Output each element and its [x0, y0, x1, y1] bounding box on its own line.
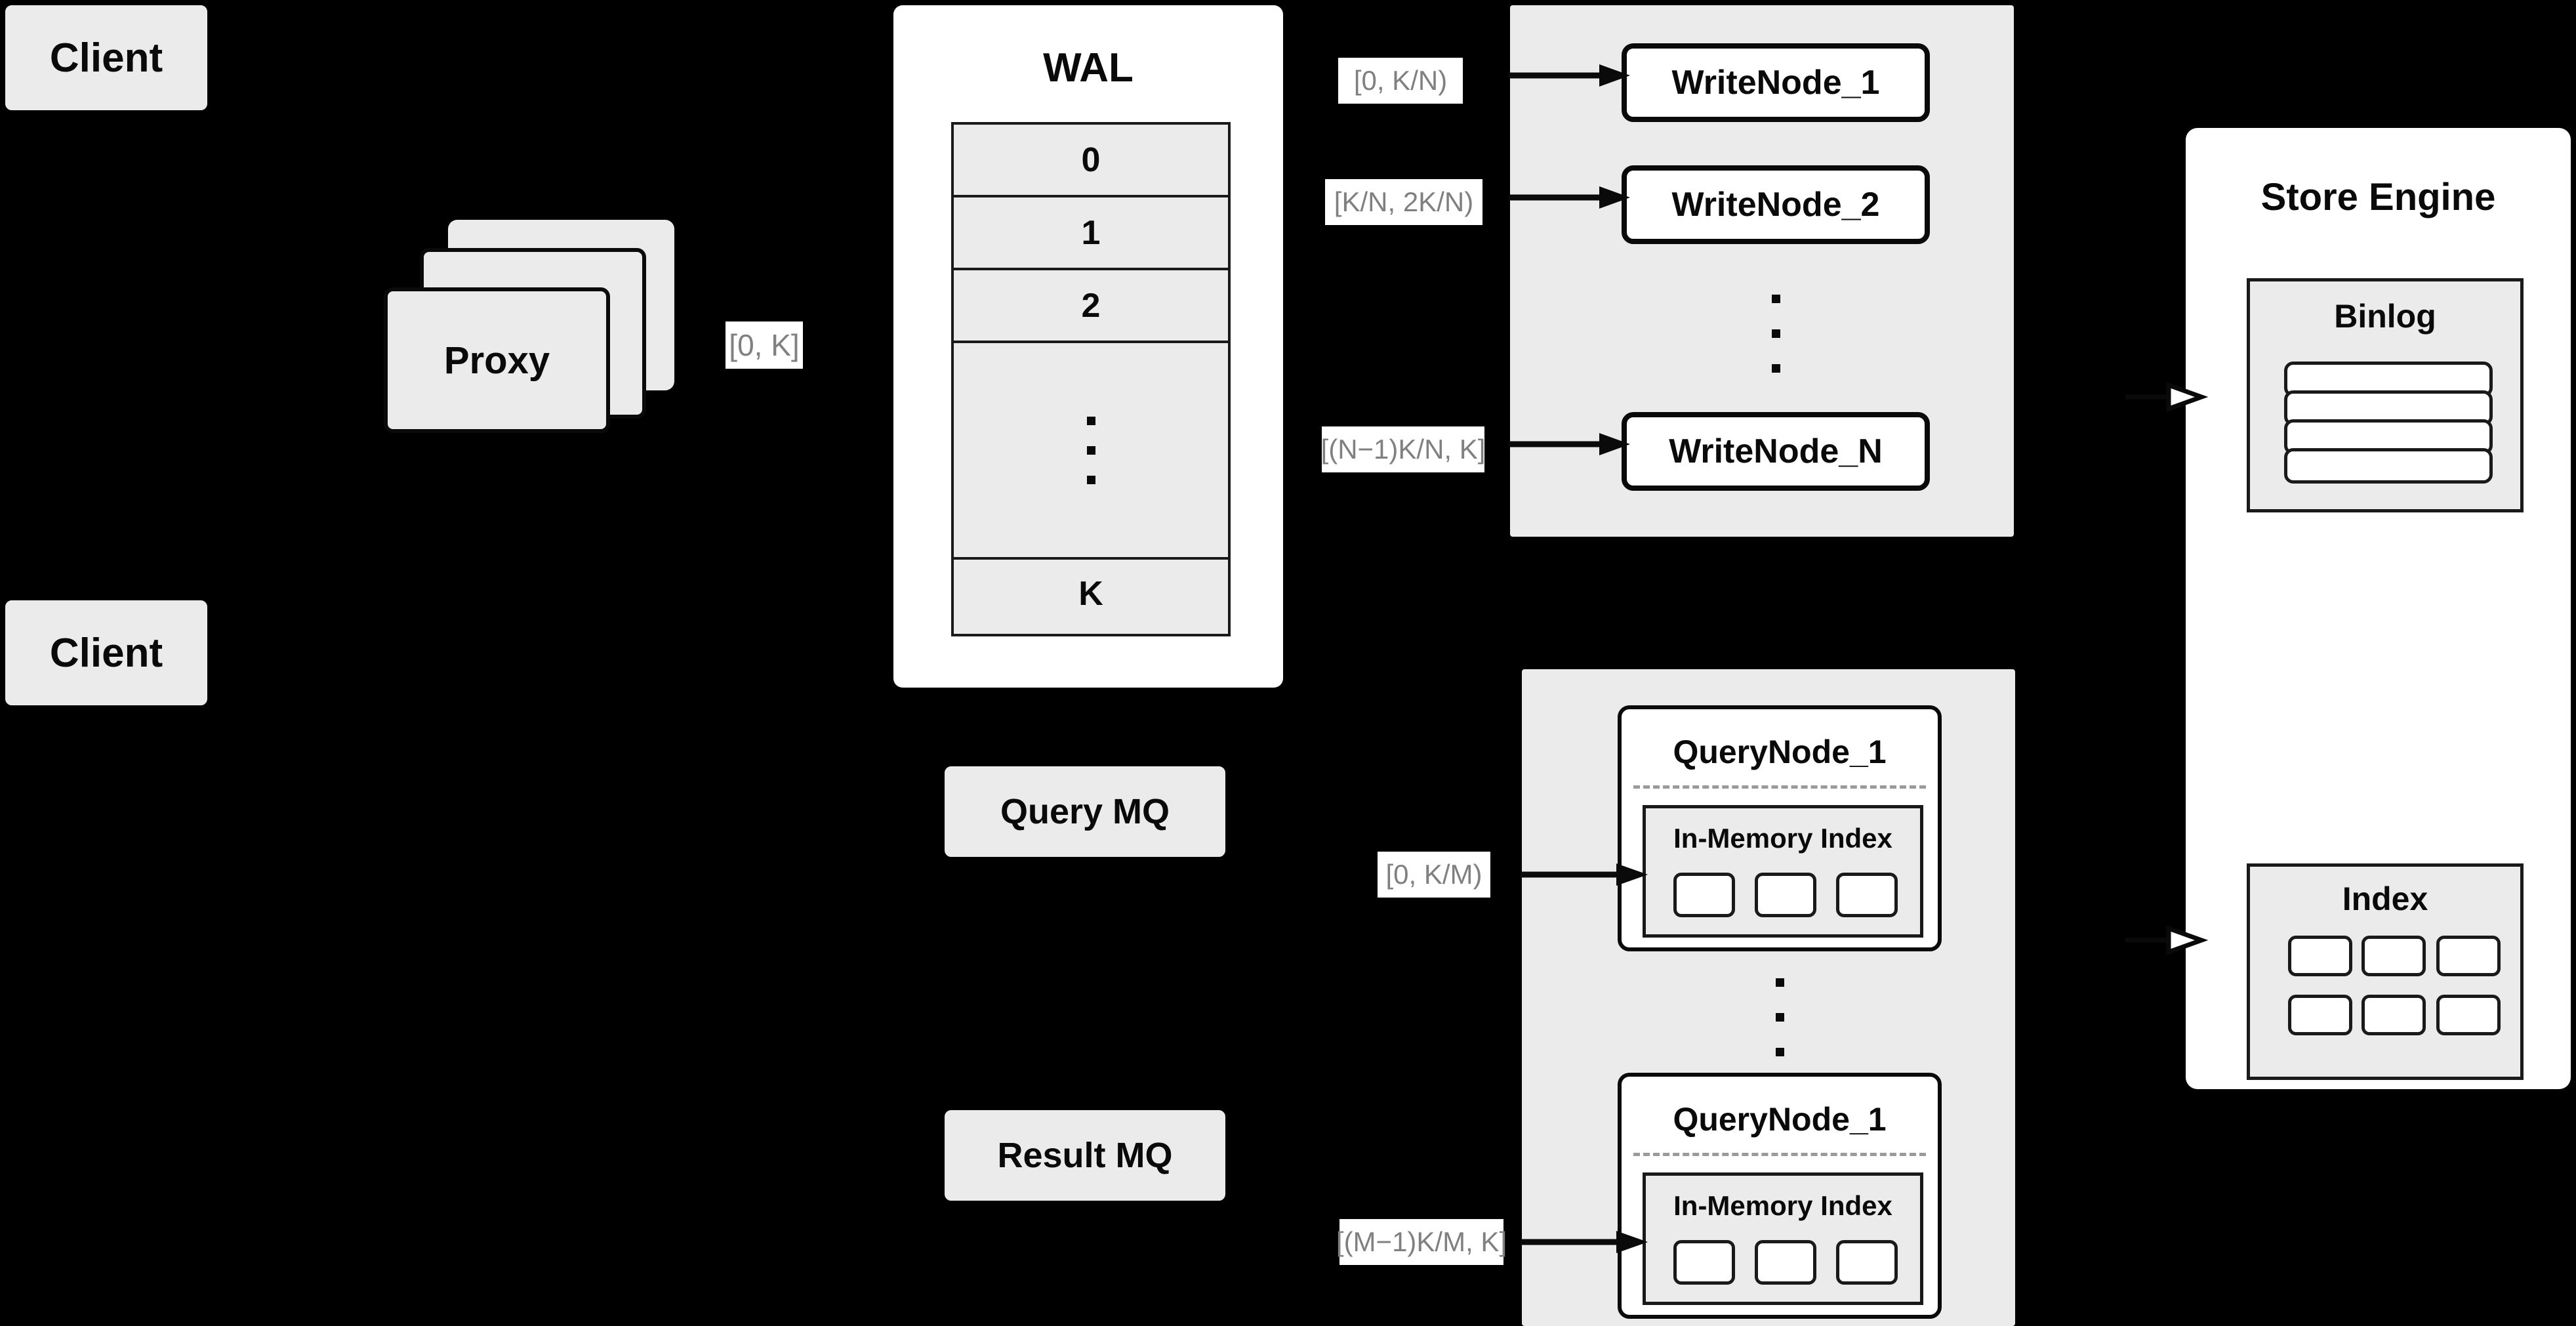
in-memory-index-title: In-Memory Index	[1673, 823, 1892, 854]
query-node-title: QueryNode_1	[1673, 1101, 1887, 1138]
query-node-divider	[1633, 1153, 1926, 1156]
proxy-card-front[interactable]: Proxy	[384, 287, 610, 433]
query-node-1[interactable]: QueryNode_1 In-Memory Index	[1618, 705, 1942, 951]
result-mq-box[interactable]: Result MQ	[945, 1110, 1225, 1201]
query-node-ellipsis	[1618, 958, 1942, 1076]
index-cell[interactable]	[1755, 1240, 1816, 1285]
write-node-group: WriteNode_1 WriteNode_2 WriteNode_N	[1510, 5, 2014, 537]
in-memory-index-box: In-Memory Index	[1643, 1172, 1923, 1305]
query-node-group: QueryNode_1 In-Memory Index QueryNode_1 …	[1522, 669, 2015, 1326]
store-index-cell[interactable]	[2288, 936, 2352, 976]
arrow-to-write-node-n	[1509, 433, 1630, 455]
query-node-2[interactable]: QueryNode_1 In-Memory Index	[1618, 1073, 1942, 1319]
result-mq-label: Result MQ	[997, 1136, 1173, 1175]
write-node-n-range-label: [(N−1)K/N, K]	[1321, 426, 1485, 472]
write-node-label: WriteNode_1	[1671, 64, 1880, 102]
write-node-label: WriteNode_2	[1671, 186, 1880, 224]
wal-panel: WAL 0 1 2 K	[893, 5, 1283, 688]
client-label: Client	[49, 630, 163, 676]
write-node-ellipsis	[1622, 274, 1930, 392]
write-node-1-range-label: [0, K/N)	[1338, 58, 1463, 104]
arrow-to-query-node-1	[1521, 863, 1648, 886]
store-index-cell[interactable]	[2288, 995, 2352, 1035]
store-engine-title: Store Engine	[2260, 176, 2496, 218]
query-mq-label: Query MQ	[1000, 792, 1170, 831]
query-node-1-range-label: [0, K/M)	[1378, 852, 1490, 898]
write-node-n[interactable]: WriteNode_N	[1622, 412, 1930, 491]
in-memory-index-box: In-Memory Index	[1643, 805, 1923, 938]
wal-title: WAL	[1043, 45, 1134, 91]
wal-row[interactable]: K	[954, 560, 1228, 628]
query-node-divider	[1633, 785, 1926, 789]
binlog-bar[interactable]	[2284, 448, 2493, 484]
index-box: Index	[2247, 863, 2524, 1080]
query-mq-box[interactable]: Query MQ	[945, 766, 1225, 857]
store-index-cell[interactable]	[2361, 995, 2426, 1035]
store-index-cell[interactable]	[2436, 995, 2501, 1035]
index-cell[interactable]	[1673, 1240, 1735, 1285]
binlog-title: Binlog	[2334, 298, 2436, 335]
wal-row[interactable]: 0	[954, 125, 1228, 197]
query-node-2-range-label: [(M−1)K/M, K]	[1336, 1219, 1507, 1265]
client-box-bottom[interactable]: Client	[5, 600, 207, 705]
store-engine-panel: Store Engine Binlog Index	[2186, 128, 2571, 1089]
index-cell[interactable]	[1836, 873, 1898, 917]
write-node-2[interactable]: WriteNode_2	[1622, 165, 1930, 244]
write-node-label: WriteNode_N	[1669, 432, 1883, 470]
client-box-top[interactable]: Client	[5, 5, 207, 110]
arrow-to-query-node-2	[1521, 1231, 1648, 1253]
index-cell[interactable]	[1673, 873, 1735, 917]
arrow-to-write-node-1	[1509, 64, 1630, 87]
store-index-cell[interactable]	[2361, 936, 2426, 976]
index-cell[interactable]	[1836, 1240, 1898, 1285]
query-node-title: QueryNode_1	[1673, 734, 1887, 770]
write-node-2-range-label: [K/N, 2K/N)	[1325, 179, 1482, 225]
wal-row[interactable]: 2	[954, 270, 1228, 343]
arrow-to-index	[2125, 925, 2209, 955]
index-title: Index	[2342, 881, 2428, 917]
index-cell[interactable]	[1755, 873, 1816, 917]
arrow-to-write-node-2	[1509, 186, 1630, 209]
wal-row-ellipsis	[954, 343, 1228, 560]
proxy-label: Proxy	[443, 339, 550, 382]
binlog-box: Binlog	[2247, 278, 2524, 512]
proxy-range-label: [0, K]	[726, 321, 803, 369]
wal-table: 0 1 2 K	[951, 122, 1231, 636]
in-memory-index-title: In-Memory Index	[1673, 1190, 1892, 1221]
write-node-1[interactable]: WriteNode_1	[1622, 43, 1930, 122]
client-label: Client	[49, 35, 163, 81]
arrow-to-binlog	[2125, 382, 2209, 412]
wal-row[interactable]: 1	[954, 197, 1228, 270]
store-index-cell[interactable]	[2436, 936, 2501, 976]
